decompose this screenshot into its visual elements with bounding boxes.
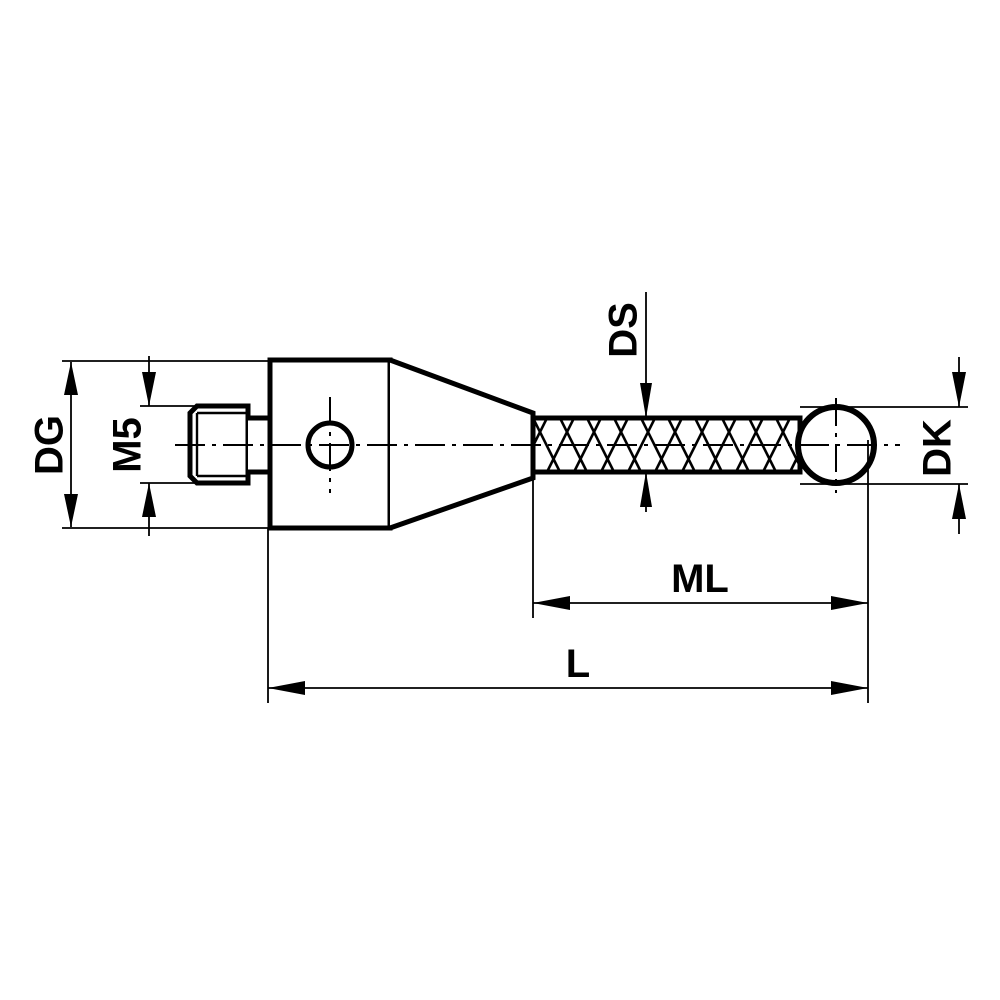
- dimension-labels: DG M5 DS DK ML L: [28, 302, 960, 686]
- dimension-ds: [640, 292, 652, 512]
- dimension-label-ds: DS: [602, 302, 646, 358]
- dim-arrow-dg-top: [64, 362, 78, 395]
- dimension-dk: [952, 357, 966, 534]
- dimension-label-dk: DK: [916, 419, 960, 477]
- dim-arrow-ml-left: [533, 596, 570, 610]
- dimension-dg: [64, 362, 78, 527]
- dimension-label-dg: DG: [28, 415, 72, 475]
- dim-arrow-dk-top: [952, 372, 966, 407]
- dimension-label-ml: ML: [671, 557, 729, 601]
- dimension-label-m5: M5: [106, 417, 150, 473]
- dim-arrow-dg-bottom: [64, 494, 78, 527]
- dimension-ml: [533, 596, 868, 610]
- dim-arrow-ds-top: [640, 383, 652, 418]
- center-lines: [175, 397, 900, 493]
- thread-outer-profile: [187, 403, 251, 486]
- dimension-label-l: L: [566, 642, 590, 686]
- dimension-lines: [64, 292, 966, 695]
- dimension-m5: [142, 356, 156, 536]
- dim-arrow-m5-top: [142, 372, 156, 406]
- dim-arrow-l-left: [268, 681, 305, 695]
- dim-arrow-dk-bottom: [952, 484, 966, 519]
- dim-arrow-l-right: [831, 681, 868, 695]
- dimension-l: [268, 681, 868, 695]
- dim-arrow-ds-bottom: [640, 472, 652, 507]
- dim-arrow-ml-right: [831, 596, 868, 610]
- dim-arrow-m5-bottom: [142, 483, 156, 517]
